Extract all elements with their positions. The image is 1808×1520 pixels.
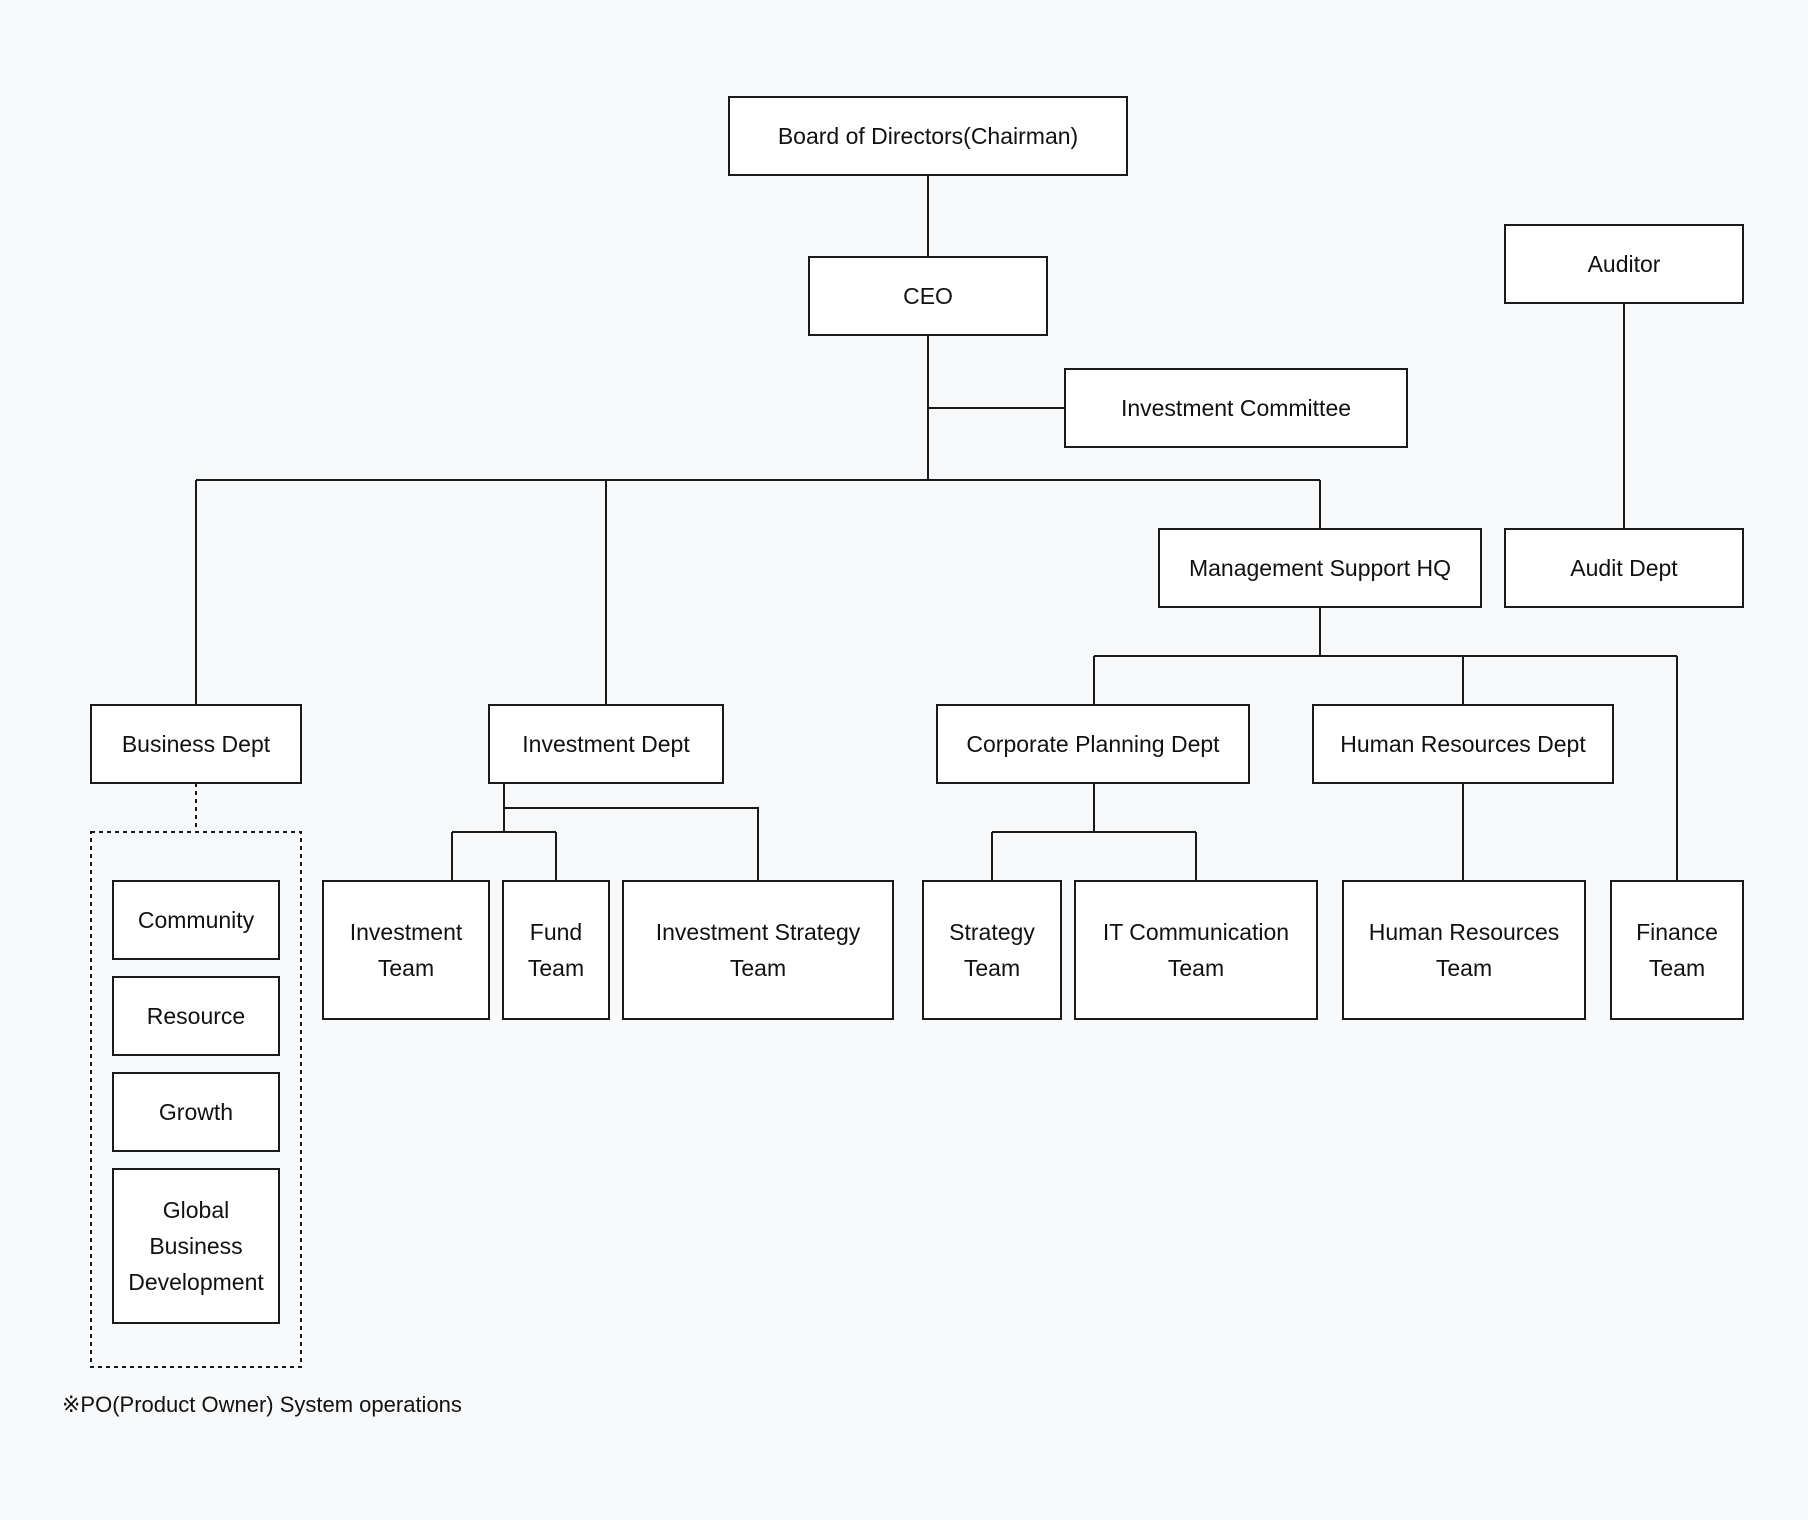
business-group-dotted-border xyxy=(90,831,302,1368)
investment-dept-box: Investment Dept xyxy=(488,704,724,784)
connector-invdept-teams xyxy=(451,831,557,881)
growth-box: Growth xyxy=(112,1072,280,1152)
audit-dept-box: Audit Dept xyxy=(1504,528,1744,608)
community-box: Community xyxy=(112,880,280,960)
investment-team-box: Investment Team xyxy=(322,880,490,1020)
corporate-planning-dept-box: Corporate Planning Dept xyxy=(936,704,1250,784)
investment-strategy-team-box: Investment Strategy Team xyxy=(622,880,894,1020)
investment-committee-box: Investment Committee xyxy=(1064,368,1408,448)
global-business-development-box: Global Business Development xyxy=(112,1168,280,1324)
board-of-directors-box: Board of Directors(Chairman) xyxy=(728,96,1128,176)
human-resources-team-box: Human Resources Team xyxy=(1342,880,1586,1020)
auditor-box: Auditor xyxy=(1504,224,1744,304)
finance-team-box: Finance Team xyxy=(1610,880,1744,1020)
human-resources-dept-box: Human Resources Dept xyxy=(1312,704,1614,784)
fund-team-box: Fund Team xyxy=(502,880,610,1020)
connector-corp-teams xyxy=(991,831,1197,881)
ceo-box: CEO xyxy=(808,256,1048,336)
it-communication-team-box: IT Communication Team xyxy=(1074,880,1318,1020)
business-dept-box: Business Dept xyxy=(90,704,302,784)
management-support-hq-box: Management Support HQ xyxy=(1158,528,1482,608)
strategy-team-box: Strategy Team xyxy=(922,880,1062,1020)
connector-invdept-strategy xyxy=(504,807,759,881)
footnote: ※PO(Product Owner) System operations xyxy=(62,1392,462,1417)
resource-box: Resource xyxy=(112,976,280,1056)
